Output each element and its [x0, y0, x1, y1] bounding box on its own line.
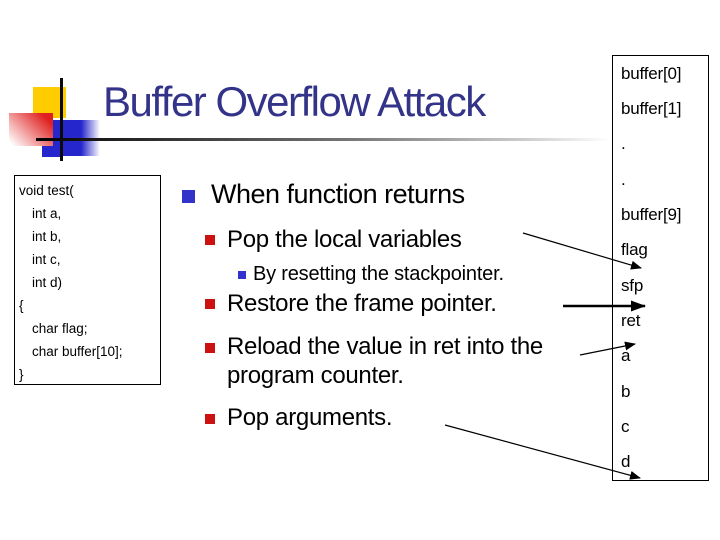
- bullet-square-level2: [205, 299, 215, 309]
- bullet-square-level1: [182, 190, 195, 203]
- bullet-square-level3: [238, 271, 246, 279]
- code-line: int b,: [32, 229, 62, 244]
- code-line: }: [19, 367, 24, 382]
- stack-cell: a: [621, 346, 631, 366]
- logo-crosshair-vertical-line: [60, 78, 63, 161]
- title-underline-rule: [36, 138, 610, 141]
- bullet-item: Pop the local variables: [227, 226, 462, 253]
- bullet-item: Reload the value in ret into the program…: [227, 333, 543, 389]
- logo-blue-small-square: [42, 146, 61, 157]
- code-line: int a,: [32, 206, 62, 221]
- bullet-square-level2: [205, 414, 215, 424]
- bullet-square-level2: [205, 343, 215, 353]
- stack-cell: b: [621, 381, 631, 401]
- stack-cell: ret: [621, 310, 641, 330]
- page-title: Buffer Overflow Attack: [103, 78, 486, 125]
- bullet-square-level2: [205, 235, 215, 245]
- stack-cell: c: [621, 416, 630, 436]
- stack-cell: sfp: [621, 275, 644, 295]
- stack-cell: buffer[0]: [621, 63, 682, 83]
- stack-cell: .: [621, 169, 626, 189]
- logo-red-square: [9, 113, 53, 146]
- stack-cell: .: [621, 134, 626, 154]
- code-line: void test(: [19, 183, 74, 198]
- stack-cell: buffer[9]: [621, 204, 682, 224]
- bullet-item: Restore the frame pointer.: [227, 290, 497, 317]
- bullet-heading: When function returns: [211, 179, 465, 209]
- stack-cell: d: [621, 452, 631, 472]
- code-line: int c,: [32, 252, 61, 267]
- stack-cell: buffer[1]: [621, 98, 682, 118]
- code-line: char buffer[10];: [32, 344, 123, 359]
- bullet-item: Pop arguments.: [227, 404, 393, 431]
- code-line: char flag;: [32, 321, 88, 336]
- code-line: {: [19, 298, 24, 313]
- code-line: int d): [32, 275, 63, 290]
- bullet-subitem: By resetting the stackpointer.: [253, 263, 504, 285]
- stack-cell: flag: [621, 240, 648, 260]
- arrow-pop-arguments-to-stack-bottom: [444, 424, 641, 480]
- stack-box: buffer[0] buffer[1] . . buffer[9] flag s…: [612, 55, 709, 481]
- code-box: void test( int a, int b, int c, int d) {…: [14, 175, 161, 385]
